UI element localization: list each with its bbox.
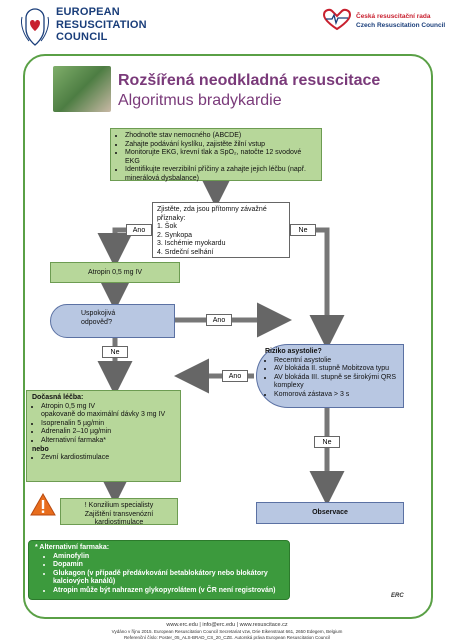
footer-line: Referenční číslo: Poster_05_ALS-BRAD_CS_… <box>123 635 331 640</box>
response-box: Uspokojivá odpověď? <box>50 304 175 338</box>
assess-item: Zhodnoťte stav nemocného (ABCDE) <box>125 132 316 141</box>
yes-label: Ano <box>206 314 232 326</box>
interim-or: nebo <box>32 445 49 453</box>
interim-item: Alternativní farmaka* <box>41 437 175 446</box>
alternative-item: Dopamin <box>53 561 283 570</box>
page-title: Rozšířená neodkladná resuscitace <box>118 72 381 89</box>
interim-measures-box: Dočasná léčba: Atropin 0,5 mg IV opakova… <box>26 390 181 482</box>
credit-label: ERC <box>391 593 404 599</box>
assess-item: Zahajte podávání kyslíku, zajistěte žiln… <box>125 141 316 150</box>
erc-logo-icon <box>21 8 49 46</box>
crr-logo-icon <box>322 8 352 31</box>
adverse-sign: 1. Šok <box>157 223 177 231</box>
no-label: Ne <box>314 436 340 448</box>
interim-item: Isoprenalin 5 µg/min <box>41 420 175 429</box>
alternative-drugs-box: * Alternativní farmaka: Aminofylin Dopam… <box>28 540 290 600</box>
yes-label: Ano <box>126 224 152 236</box>
expert-line: Zajištění transvenózní kardiostimulace <box>84 510 154 527</box>
atropine-label: Atropin 0,5 mg IV <box>87 269 143 276</box>
asystole-item: Recentní asystolie <box>274 357 399 366</box>
footer-url[interactable]: www.erc.edu | info@erc.edu | www.resusci… <box>166 622 288 628</box>
assess-item: Identifikujte reverzibilní příčiny a zah… <box>125 166 316 183</box>
observe-box: Observace <box>256 502 404 524</box>
no-label: Ne <box>290 224 316 236</box>
no-label: Ne <box>102 346 128 358</box>
asystole-item: AV blokáda III. stupně se širokými QRS k… <box>274 374 399 391</box>
asystole-risk-box: Riziko asystolie? Recentní asystolie AV … <box>256 344 404 408</box>
adverse-signs-box: Zjistěte, zda jsou přítomny závažné příz… <box>152 202 290 258</box>
adverse-sign: 3. Ischémie myokardu <box>157 240 226 248</box>
assess-item: Monitorujte EKG, krevní tlak a SpO₂, nat… <box>125 149 316 166</box>
observe-label: Observace <box>312 509 348 516</box>
page-subtitle: Algoritmus bradykardie <box>118 92 282 109</box>
alternatives-heading: * Alternativní farmaka: <box>35 544 110 551</box>
alternative-item: Aminofylin <box>53 553 283 562</box>
crr-name: Česká resuscitační rada Czech Resuscitat… <box>356 13 446 29</box>
response-question: Uspokojivá odpověď? <box>81 310 116 326</box>
expert-help-box: ! Konzilium specialisty Zajištění transv… <box>60 498 178 527</box>
adverse-sign: 4. Srdeční selhání <box>157 248 214 256</box>
adverse-sign: 2. Synkopa <box>157 231 193 239</box>
asystole-heading: Riziko asystolie? <box>265 348 322 355</box>
adverse-signs-heading: Zjistěte, zda jsou přítomny závažné příz… <box>157 206 267 222</box>
footer-line: Vydáno v říjnu 2015. European Resuscitat… <box>111 629 343 634</box>
interim-item: Atropin 0,5 mg IV <box>41 403 175 412</box>
interim-item: opakovaně do maximální dávky 3 mg IV <box>41 411 166 419</box>
asystole-item: AV blokáda II. stupně Mobitzova typu <box>274 365 399 374</box>
asystole-item: Komorová zástava > 3 s <box>274 391 399 400</box>
poster-frame <box>23 54 433 619</box>
warning-icon <box>30 493 56 516</box>
yes-label: Ano <box>222 370 248 382</box>
assess-box: Zhodnoťte stav nemocného (ABCDE) Zahajte… <box>110 128 322 183</box>
erc-name: EUROPEAN RESUSCITATION COUNCIL <box>56 6 147 43</box>
atropine-box: Atropin 0,5 mg IV <box>50 262 180 283</box>
alternative-item: Glukagon (v případě předávkování betablo… <box>53 570 283 587</box>
expert-line: ! Konzilium specialisty <box>84 502 154 509</box>
interim-item: Adrenalin 2–10 µg/min <box>41 428 175 437</box>
alternative-item: Atropin může být nahrazen glykopyrolátem… <box>53 587 283 596</box>
interim-pacing: Zevní kardiostimulace <box>41 454 175 463</box>
interim-heading: Dočasná léčba: <box>32 394 84 401</box>
resuscitation-photo <box>53 66 111 112</box>
